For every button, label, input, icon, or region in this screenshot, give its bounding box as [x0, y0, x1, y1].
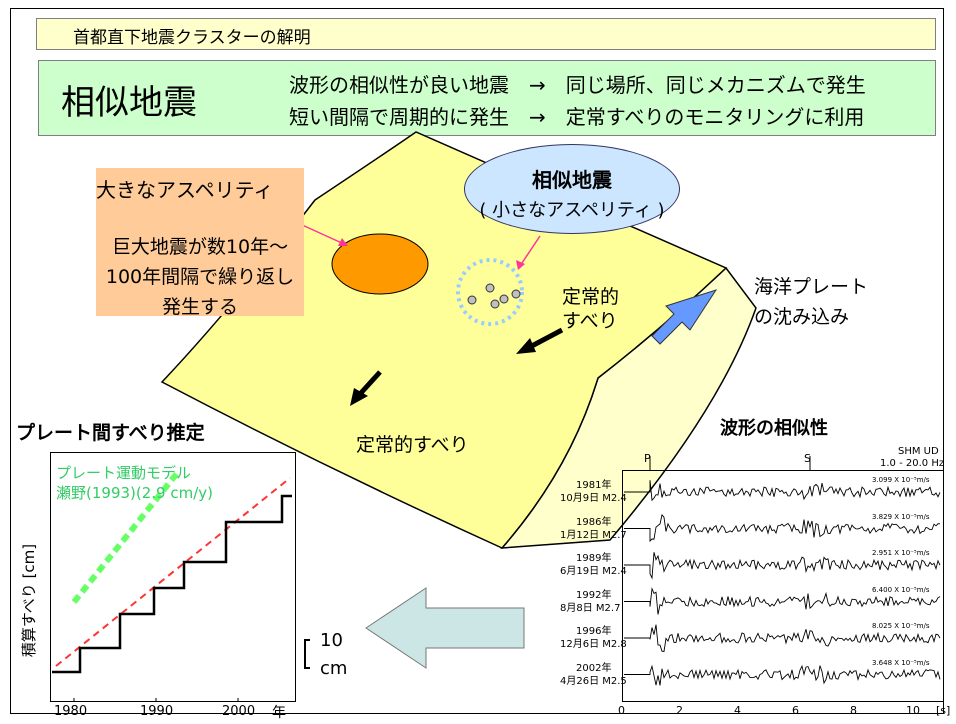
slip-xunit: 年: [272, 705, 286, 721]
model-line: [71, 470, 181, 604]
waveform-trace: [624, 552, 941, 580]
waveform-trace: [624, 664, 941, 686]
transfer-arrow: [365, 587, 525, 669]
wave-xtick-4: 4: [734, 704, 741, 717]
model-label-1: プレート運動モデル: [56, 464, 192, 482]
wave-xtick-2: 2: [676, 704, 683, 717]
event-year: 1989年: [576, 553, 612, 564]
slip-arrow-lower: [350, 388, 368, 406]
wave-xunit: [s]: [936, 704, 951, 717]
p-arrival-label: P: [644, 452, 651, 465]
event-amplitude: 3.829 X 10⁻⁵m/s: [872, 512, 930, 521]
slip-xtick-2000: 2000: [222, 704, 256, 719]
event-amplitude: 3.099 X 10⁻⁵m/s: [872, 476, 930, 484]
event-date-magnitude: 10月9日 M2.4: [560, 493, 627, 504]
event-date-magnitude: 12月6日 M2.8: [560, 639, 627, 650]
plate-label-1: 海洋プレート: [754, 276, 869, 298]
asperity-desc-1: 巨大地震が数10年～: [111, 236, 289, 258]
summary-box: 相似地震 波形の相似性が良い地震 → 同じ場所、同じメカニズムで発生 短い間隔で…: [38, 60, 936, 136]
wave-xtick-0: 0: [618, 704, 625, 717]
asperity-desc-2: 100年間隔で繰り返し: [105, 266, 295, 288]
large-asperity-title: 大きなアスペリティ: [96, 178, 274, 202]
slip-xtick-1980: 1980: [54, 704, 88, 719]
cumulative-slip-steps: [52, 494, 292, 674]
event-year: 2002年: [576, 662, 612, 674]
event-amplitude: 3.648 X 10⁻⁵m/s: [872, 658, 930, 667]
waveform-trace: [624, 624, 941, 653]
wave-xtick-8: 8: [850, 704, 857, 717]
scale-unit: cm: [320, 658, 348, 679]
waveform-title: 波形の相似性: [720, 418, 828, 439]
event-amplitude: 6.400 X 10⁻⁵m/s: [872, 585, 930, 594]
waveform-trace: [624, 480, 941, 502]
waveform-plot-box: [622, 470, 944, 702]
small-asperity-cluster: [456, 258, 524, 326]
summary-heading: 相似地震: [61, 83, 197, 123]
subduction-arrow: [651, 289, 718, 345]
event-year: 1981年: [576, 480, 612, 491]
waveform-station: SHM UD: [898, 446, 939, 457]
steady-slip-lower: 定常的すべり: [356, 434, 469, 456]
event-date-magnitude: 1月12日 M2.7: [560, 529, 627, 541]
waveform-trace: [624, 586, 941, 615]
wave-xtick-6: 6: [792, 704, 799, 717]
slip-chart-title: プレート間すべり推定: [16, 422, 205, 444]
summary-line-1: 波形の相似性が良い地震 → 同じ場所、同じメカニズムで発生: [289, 73, 866, 97]
event-amplitude: 8.025 X 10⁻⁵m/s: [872, 622, 930, 630]
slip-arrow-upper: [516, 338, 536, 354]
steady-slip-upper-1: 定常的: [562, 286, 620, 308]
waveform-band: 1.0 - 20.0 Hz: [880, 458, 945, 469]
similar-subtitle: ( 小さなアスペリティ ): [479, 200, 665, 221]
event-year: 1986年: [576, 516, 612, 528]
event-amplitude: 2.951 X 10⁻⁵m/s: [872, 549, 930, 557]
similar-earthquake-bubble: [464, 144, 680, 234]
similar-title: 相似地震: [532, 168, 612, 192]
title-bar: 首都直下地震クラスターの解明: [36, 18, 936, 50]
plate-label-2: の沈み込み: [754, 306, 850, 328]
scale-bar: [304, 639, 310, 669]
event-year: 1992年: [576, 589, 612, 601]
steady-slip-upper-2: すべり: [562, 310, 618, 332]
event-date-magnitude: 6月19日 M2.4: [560, 566, 627, 577]
large-asperity-ellipse: [331, 233, 429, 295]
event-date-magnitude: 4月26日 M2.5: [560, 675, 627, 687]
asperity-desc-3: 発生する: [161, 296, 238, 318]
asperity-pointer: [299, 223, 345, 245]
event-date-magnitude: 8月8日 M2.7: [560, 602, 621, 614]
s-arrival-label: S: [804, 452, 811, 465]
wave-xtick-10: 10: [906, 704, 920, 717]
fit-line: [55, 477, 291, 667]
scale-value: 10: [320, 630, 343, 651]
page-title: 首都直下地震クラスターの解明: [73, 28, 311, 48]
large-asperity-callout: [96, 168, 304, 316]
slip-xtick-1990: 1990: [140, 704, 174, 719]
waveform-trace: [624, 513, 941, 543]
cluster-pointer: [519, 235, 541, 267]
slide-frame: [10, 8, 944, 714]
summary-line-2: 短い間隔で周期的に発生 → 定常すべりのモニタリングに利用: [289, 105, 865, 129]
model-label-2: 瀬野(1993)(2.9 cm/y): [56, 484, 213, 502]
event-year: 1996年: [576, 626, 612, 637]
